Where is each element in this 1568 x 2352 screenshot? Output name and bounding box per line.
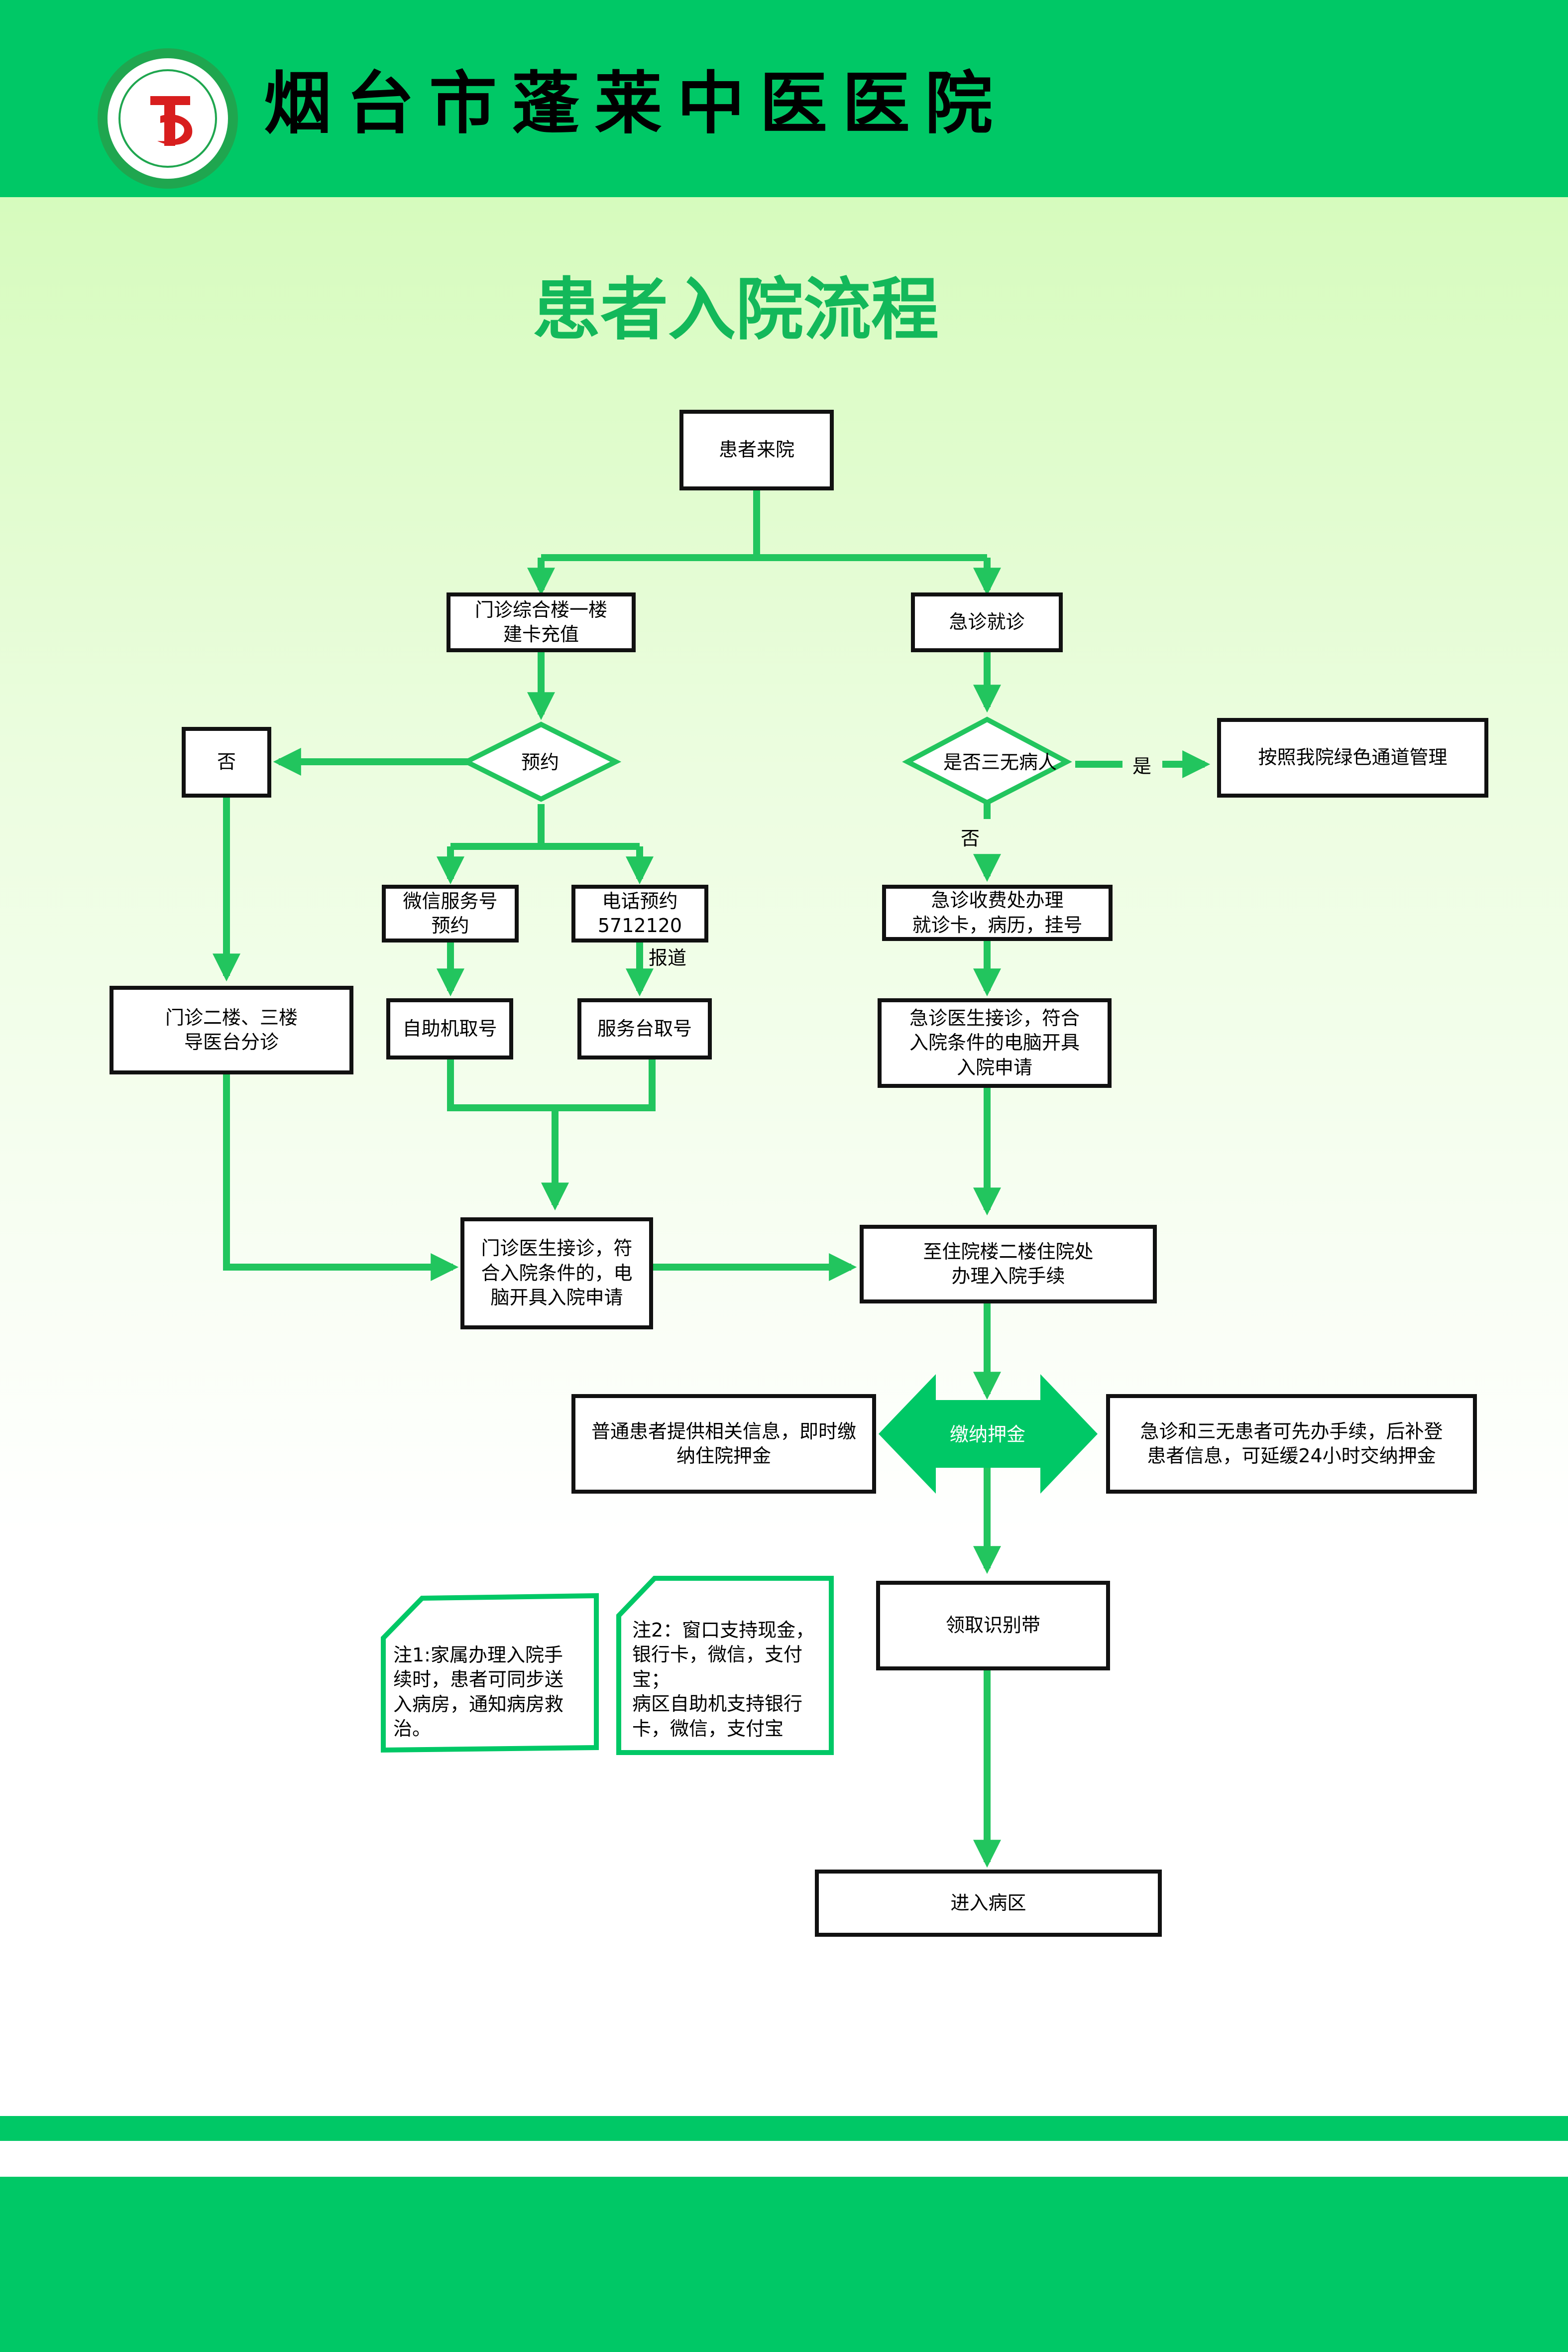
self-machine-node: 自助机取号 — [386, 998, 513, 1059]
outpatient-card-node: 门诊综合楼一楼 建卡充值 — [447, 592, 636, 652]
page-title: 患者入院流程 — [533, 271, 939, 350]
no-appointment-node: 否 — [182, 727, 271, 798]
appointment-label: 预约 — [521, 751, 560, 773]
wristband-node: 领取识别带 — [876, 1581, 1110, 1670]
three-no-diamond — [902, 716, 1072, 806]
logo-inner-ring — [118, 69, 217, 168]
footer-gap — [0, 2141, 1568, 2177]
deposit-double-arrow — [879, 1374, 1098, 1494]
wechat-node: 微信服务号 预约 — [382, 885, 519, 942]
three-no-label: 是否三无病人 — [943, 751, 1057, 773]
deposit-label: 缴纳押金 — [950, 1423, 1026, 1445]
service-desk-node: 服务台取号 — [577, 998, 712, 1059]
content-background — [0, 197, 1568, 2116]
ward-node: 进入病区 — [815, 1870, 1162, 1937]
yes-label: 是 — [1132, 755, 1152, 777]
emergency-doctor-node: 急诊医生接诊，符合 入院条件的电脑开具 入院申请 — [878, 998, 1112, 1088]
logo-mark-icon — [150, 96, 193, 146]
hospital-name: 烟台市蓬莱中医医院 — [264, 64, 1008, 143]
note1-shape — [381, 1593, 599, 1753]
outpatient-doctor-node: 门诊医生接诊，符 合入院条件的，电 脑开具入院申请 — [460, 1217, 653, 1329]
green-channel-node: 按照我院绿色通道管理 — [1217, 718, 1488, 798]
footer-bar — [0, 2177, 1568, 2352]
header-bar — [0, 0, 1568, 197]
emergency-cashier-node: 急诊收费处办理 就诊卡，病历，挂号 — [882, 885, 1113, 941]
phone-node: 电话预约 5712120 — [571, 885, 708, 942]
admission-office-node: 至住院楼二楼住院处 办理入院手续 — [860, 1225, 1157, 1303]
emergency-node: 急诊就诊 — [911, 592, 1063, 652]
normal-patient-node: 普通患者提供相关信息，即时缴 纳住院押金 — [571, 1394, 876, 1494]
emergency-patient-node: 急诊和三无患者可先办手续，后补登 患者信息，可延缓24小时交纳押金 — [1106, 1394, 1477, 1494]
note2-text: 注2：窗口支持现金， 银行卡，微信，支付 宝； 病区自助机支持银行 卡，微信，支… — [632, 1619, 815, 1740]
note1-text: 注1:家属办理入院手 续时，患者可同步送 入病房，通知病房救 治。 — [393, 1644, 564, 1740]
note2-shape — [616, 1576, 834, 1755]
no-label: 否 — [961, 827, 980, 849]
arrive-node: 患者来院 — [679, 410, 834, 490]
guide-desk-node: 门诊二楼、三楼 导医台分诊 — [110, 986, 353, 1074]
report-label: 报道 — [649, 947, 687, 969]
footer-stripe — [0, 2116, 1568, 2141]
appointment-diamond — [460, 721, 622, 802]
